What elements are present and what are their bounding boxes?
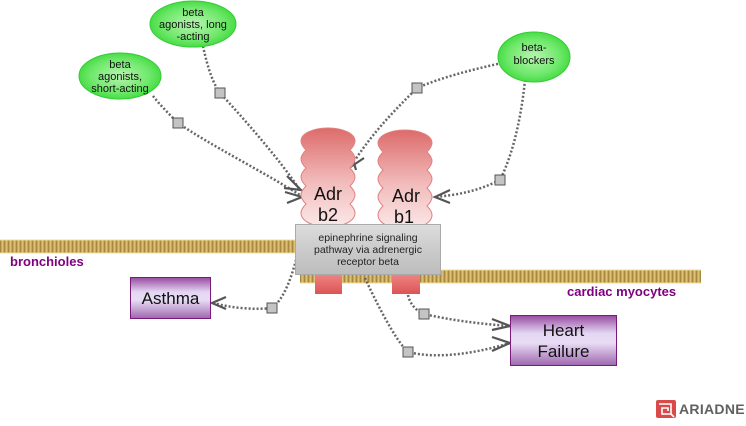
edge-node[interactable]	[214, 87, 226, 99]
edge-bashort-adrb2	[152, 95, 301, 197]
edge-node[interactable]	[411, 82, 423, 94]
arrowhead-icon	[283, 175, 305, 192]
edge-node[interactable]	[418, 308, 430, 320]
protein-adrb2[interactable]: Adr b2	[300, 127, 356, 228]
adrb2-stub	[315, 272, 342, 294]
disease-label: Asthma	[141, 288, 200, 308]
process-label: epinephrine signaling pathway via adrene…	[314, 231, 422, 268]
drug-label: beta	[109, 59, 131, 71]
disease-heart-failure[interactable]: Heart Failure	[510, 315, 617, 366]
arrowhead-icon	[491, 335, 514, 353]
protein-label: Adr	[314, 184, 342, 204]
compartment-label-cardiac: cardiac myocytes	[567, 284, 677, 299]
disease-asthma[interactable]: Asthma	[130, 277, 211, 319]
drug-label: beta-	[521, 42, 546, 54]
ariadne-logo-text: ARIADNE	[679, 401, 745, 417]
adrb1-stub	[392, 272, 420, 294]
drug-beta-blockers[interactable]: beta- blockers	[497, 31, 571, 83]
protein-label: Adr	[392, 186, 420, 206]
edge-node[interactable]	[494, 174, 506, 186]
edge-node[interactable]	[172, 117, 184, 129]
arrowhead-icon	[432, 189, 451, 205]
protein-label: b1	[394, 207, 414, 227]
protein-adrb1[interactable]: Adr b1	[377, 129, 433, 230]
protein-label: b2	[318, 205, 338, 225]
drug-beta-agonists-long[interactable]: beta agonists, long -acting	[149, 0, 237, 48]
membrane-bronchioles	[0, 239, 300, 254]
arrowhead-icon	[209, 295, 227, 311]
ariadne-logo-icon	[656, 400, 676, 418]
drug-label: beta	[182, 7, 204, 19]
compartment-label-bronchioles: bronchioles	[10, 254, 84, 269]
edge-proc-hf	[363, 277, 511, 357]
drug-label: agonists,	[98, 71, 142, 83]
edge-node[interactable]	[266, 302, 278, 314]
drug-beta-agonists-short[interactable]: beta agonists, short-acting	[78, 52, 162, 100]
disease-label: Heart Failure	[537, 320, 590, 361]
drug-label: blockers	[514, 55, 555, 67]
drug-label: -acting	[176, 31, 209, 43]
process-box[interactable]: epinephrine signaling pathway via adrene…	[295, 224, 441, 275]
edge-node[interactable]	[402, 346, 414, 358]
drug-label: agonists, long	[159, 19, 227, 31]
edge-bb-adrb1	[433, 79, 527, 199]
drug-label: short-acting	[91, 83, 148, 95]
ariadne-logo: ARIADNE	[656, 400, 745, 418]
edge-balong-adrb2	[201, 45, 302, 191]
edge-proc-asthma	[213, 259, 298, 311]
